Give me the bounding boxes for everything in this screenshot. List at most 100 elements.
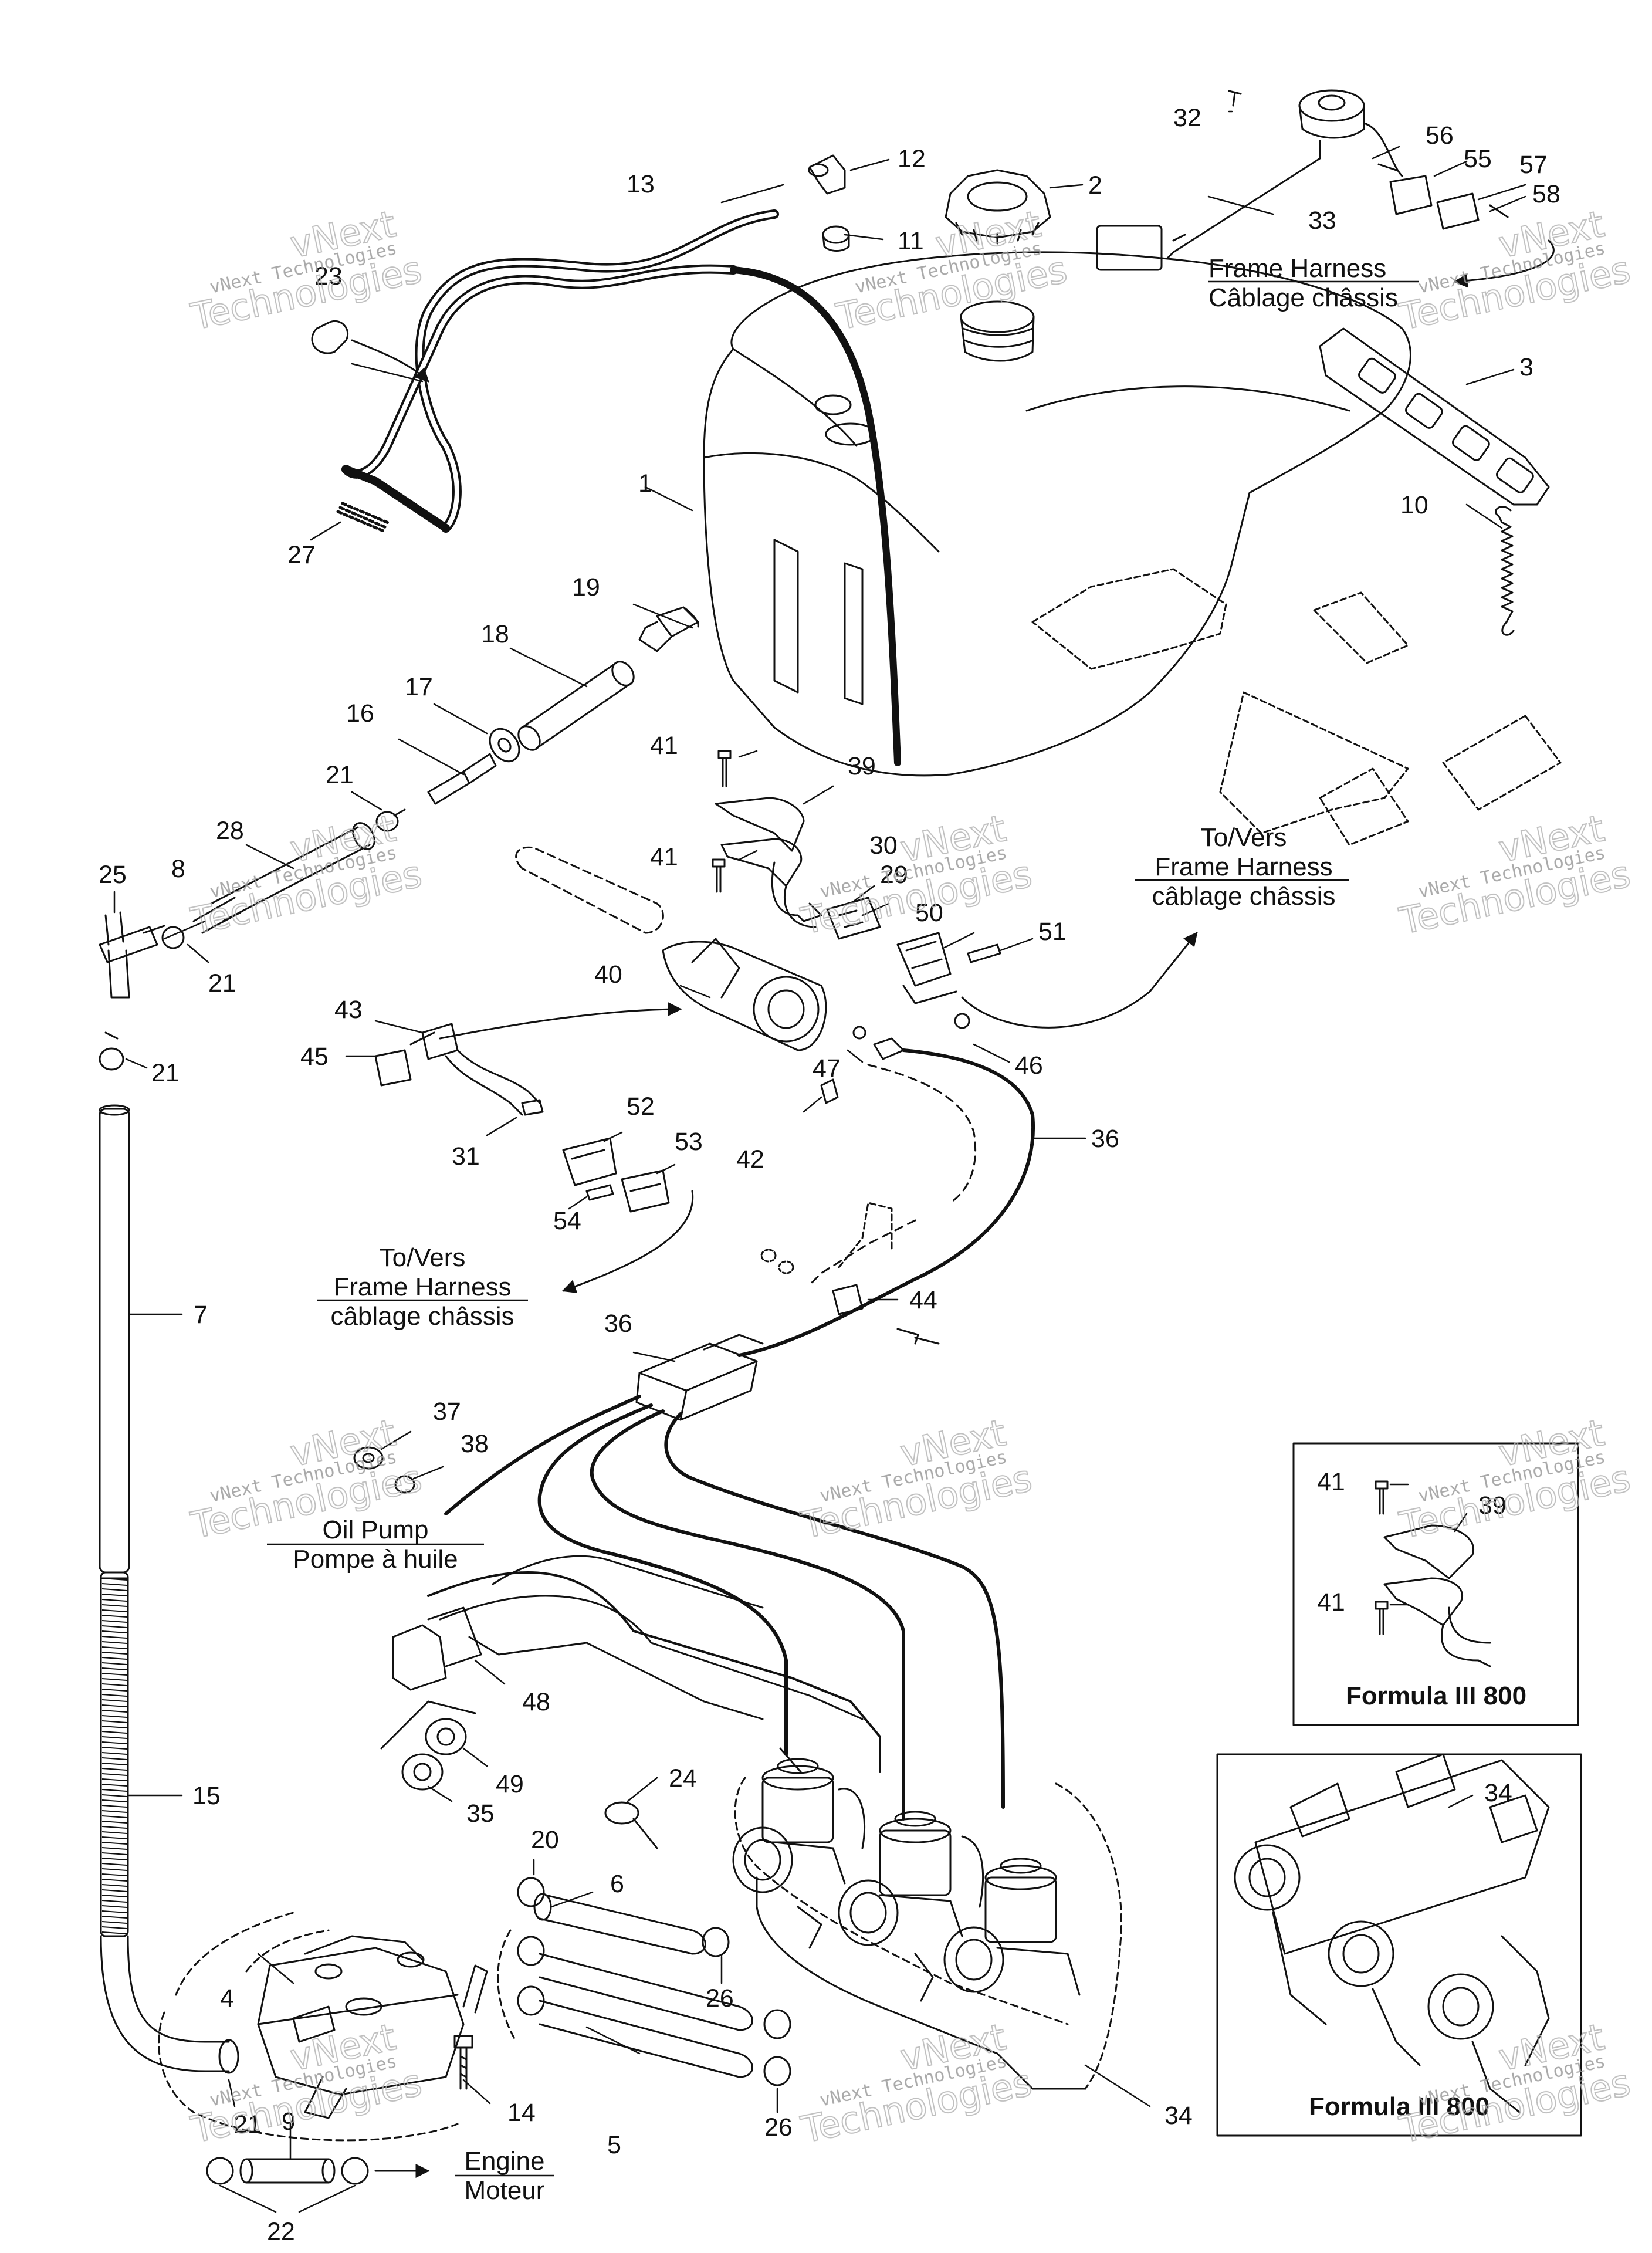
part-label-55: 55 xyxy=(1464,145,1492,173)
corrugation-ring xyxy=(101,1752,127,1755)
part-label-51: 51 xyxy=(1038,918,1067,946)
watermark-5: vNext vNext Technologies Technologies xyxy=(797,806,1036,943)
part-label-21d: 21 xyxy=(233,2110,262,2139)
clamp-21a xyxy=(375,808,406,832)
hose-5 xyxy=(497,1929,753,2078)
frame-harness-fr-top: Câblage châssis xyxy=(1208,283,1398,312)
part-label-43: 43 xyxy=(334,996,363,1024)
terminal-51 xyxy=(967,943,1001,963)
hood-switch-39 xyxy=(715,797,822,928)
part-label-50: 50 xyxy=(915,899,943,927)
corrugation-ring xyxy=(101,1805,127,1808)
clip-23 xyxy=(311,320,349,354)
part-label-42: 42 xyxy=(736,1145,764,1173)
heat-shield xyxy=(1319,327,1550,506)
corrugation-ring xyxy=(101,1863,127,1866)
corrugation-ring xyxy=(101,1630,127,1633)
part-label-5: 5 xyxy=(607,2131,621,2159)
clamp-21d xyxy=(218,2039,239,2074)
routing-captions: Frame Harness Câblage châssis To/Vers Fr… xyxy=(267,254,1526,2205)
part-label-29: 29 xyxy=(880,861,908,889)
part-label-38: 38 xyxy=(461,1430,489,1458)
part-label-21c: 21 xyxy=(151,1059,180,1087)
part-label-41c: 41 xyxy=(1317,1468,1345,1496)
corrugation-ring xyxy=(101,1736,127,1739)
watermark-12: vNext vNext Technologies Technologies xyxy=(1395,2015,1634,2152)
part-label-54: 54 xyxy=(553,1207,581,1235)
corrugation-ring xyxy=(101,1741,127,1744)
terminal-54 xyxy=(585,1184,614,1201)
part-label-47: 47 xyxy=(813,1054,841,1082)
part-label-24: 24 xyxy=(669,1764,697,1792)
clamps-20 xyxy=(517,1877,545,2016)
corrugation-ring xyxy=(101,1873,127,1876)
clamps-26 xyxy=(702,1927,791,2086)
hose-9 xyxy=(239,2158,336,2184)
connector-52 xyxy=(562,1137,617,1186)
part-label-58: 58 xyxy=(1532,180,1560,208)
part-label-57: 57 xyxy=(1519,151,1548,179)
part-label-20: 20 xyxy=(531,1826,559,1854)
part-label-48: 48 xyxy=(522,1688,550,1716)
corrugation-ring xyxy=(101,1910,127,1913)
fuel-hose-to-pump xyxy=(100,1935,230,2072)
fuel-filter xyxy=(638,606,699,652)
corrugation-ring xyxy=(101,1889,127,1892)
inset-carb-box xyxy=(1216,1753,1582,2137)
watermark-3: vNext vNext Technologies Technologies xyxy=(1395,202,1634,339)
routing-arrows xyxy=(351,239,1555,2178)
part-label-52: 52 xyxy=(627,1092,655,1121)
leader-lines xyxy=(113,110,1526,2213)
connector-housing xyxy=(1377,163,1509,230)
corrugation-ring xyxy=(101,1625,127,1628)
part-label-21b: 21 xyxy=(208,969,236,997)
watermark-1: vNext vNext Technologies Technologies xyxy=(187,202,426,339)
frame-harness-en-left: Frame Harness xyxy=(333,1273,511,1301)
corrugation-ring xyxy=(101,1794,127,1797)
washer-37-clip-38 xyxy=(353,1446,415,1494)
vent-hose xyxy=(341,209,901,766)
fuel-tank xyxy=(703,251,1562,846)
connector-29 xyxy=(826,897,881,940)
tee-fitting-25 xyxy=(99,911,165,999)
corrugation-ring xyxy=(101,1868,127,1871)
corrugation-ring xyxy=(101,1789,127,1792)
part-label-9: 9 xyxy=(282,2107,296,2136)
part-label-36b: 36 xyxy=(604,1310,632,1338)
engine-en: Engine xyxy=(464,2147,544,2176)
corrugation-ring xyxy=(101,1620,127,1623)
filler-cap xyxy=(945,169,1051,245)
corrugation-ring xyxy=(101,1710,127,1713)
corrugation-ring xyxy=(101,1847,127,1850)
elbow-fitting xyxy=(808,154,846,195)
corrugation-ring xyxy=(101,1667,127,1670)
part-label-16: 16 xyxy=(346,699,374,728)
watermark-6: vNext vNext Technologies Technologies xyxy=(1395,806,1634,943)
fuel-level-sender xyxy=(1096,89,1403,271)
part-label-15: 15 xyxy=(192,1782,221,1810)
part-label-39b: 39 xyxy=(1478,1491,1507,1520)
connector-53 xyxy=(621,1169,670,1213)
part-label-53: 53 xyxy=(675,1128,703,1156)
corrugation-ring xyxy=(101,1726,127,1728)
part-label-12: 12 xyxy=(898,145,926,173)
corrugation-ring xyxy=(101,1609,127,1612)
clamps-22 xyxy=(206,2157,369,2185)
watermark-10: vNext vNext Technologies Technologies xyxy=(187,2015,426,2152)
part-label-35: 35 xyxy=(466,1799,495,1828)
part-label-34b: 34 xyxy=(1484,1779,1512,1807)
part-label-10: 10 xyxy=(1400,491,1428,519)
corrugation-ring xyxy=(101,1784,127,1787)
part-label-14: 14 xyxy=(507,2099,536,2127)
corrugation-ring xyxy=(101,1583,127,1586)
corrugation-ring xyxy=(101,1657,127,1660)
part-label-40: 40 xyxy=(594,960,622,989)
corrugation-ring xyxy=(101,1831,127,1834)
nut-49-washer-35 xyxy=(380,1700,476,1791)
tension-spring xyxy=(1495,506,1515,636)
watermark-4: vNext vNext Technologies Technologies xyxy=(187,806,426,943)
corrugation-ring xyxy=(101,1895,127,1897)
corrugation-ring xyxy=(101,1836,127,1839)
corrugation-ring xyxy=(101,1778,127,1781)
bracket-44 xyxy=(760,1202,940,1345)
